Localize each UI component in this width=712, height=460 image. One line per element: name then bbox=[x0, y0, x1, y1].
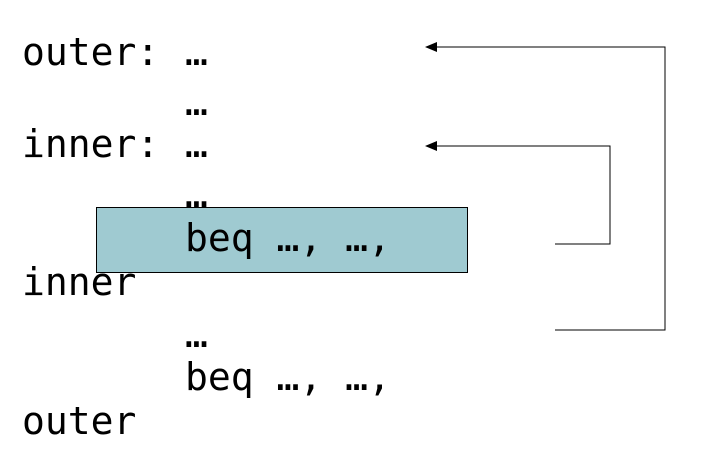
highlighted-branch-box bbox=[96, 207, 468, 273]
outer-instruction: … bbox=[185, 30, 208, 74]
inner-loop-arrow bbox=[425, 141, 611, 245]
outer-loop-arrow bbox=[425, 42, 666, 331]
instruction-ellipsis: … bbox=[185, 80, 208, 124]
instruction-ellipsis: … bbox=[185, 312, 208, 356]
inner-branch-instruction: beq …, …, bbox=[185, 216, 391, 260]
instruction-ellipsis: … bbox=[185, 172, 208, 216]
outer-branch-instruction: beq …, …, bbox=[185, 355, 391, 399]
inner-label: inner: bbox=[22, 122, 160, 166]
inner-branch-target: inner bbox=[22, 260, 137, 304]
outer-label: outer: bbox=[22, 30, 160, 74]
inner-instruction: … bbox=[185, 122, 208, 166]
outer-branch-target: outer bbox=[22, 399, 137, 443]
